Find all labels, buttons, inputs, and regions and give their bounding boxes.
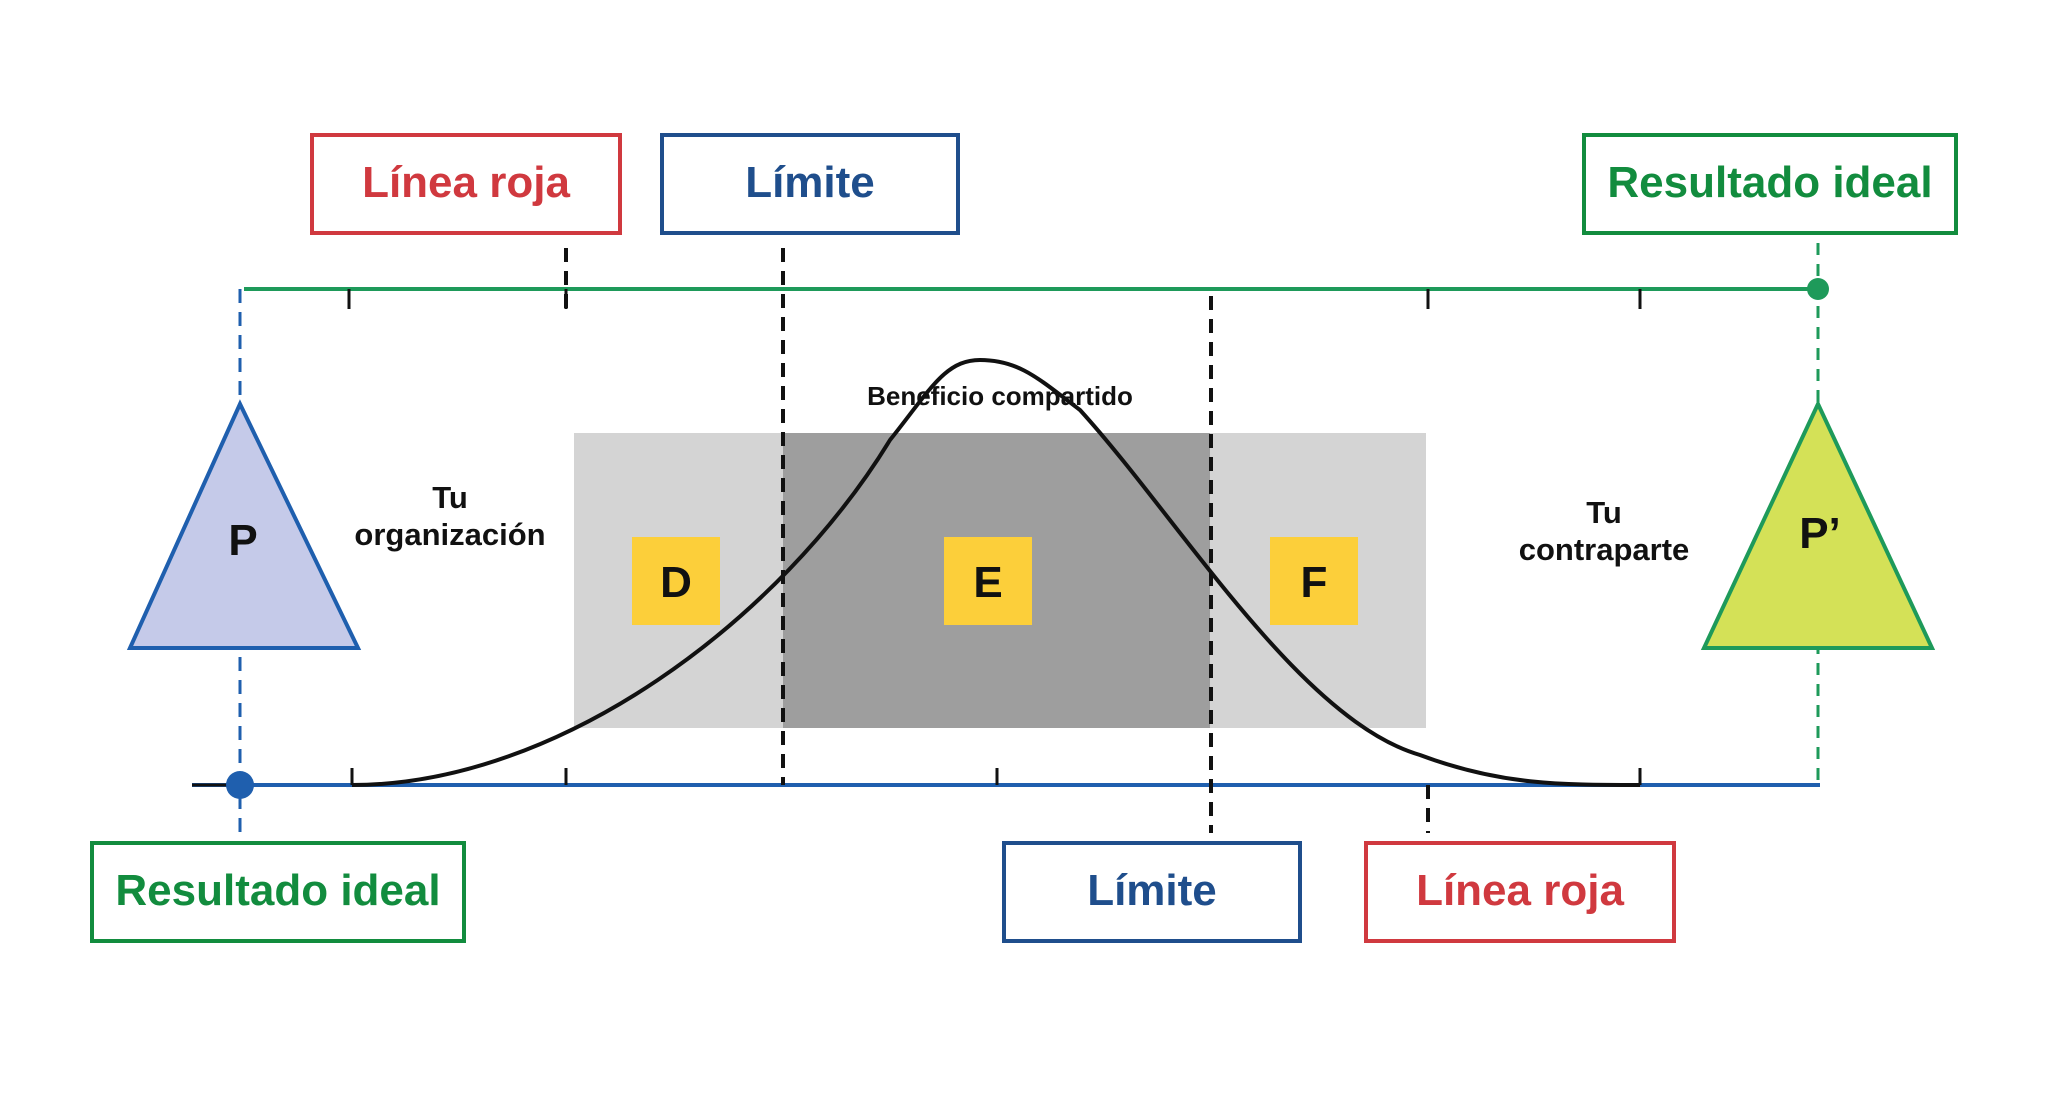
black-dashed-markers (564, 248, 1430, 833)
your-organization-label-line1: Tu (432, 480, 468, 515)
red-line-top-label: Línea roja (362, 158, 570, 207)
zone-d-tag (632, 537, 720, 625)
party-p-triangle (126, 399, 362, 650)
counterpart-label-line2: contraparte (1519, 532, 1690, 567)
zone-f-label: F (1301, 558, 1328, 607)
limit-bottom-label: Límite (1087, 866, 1217, 915)
counterpart-label-line1: Tu (1586, 495, 1622, 530)
zone-e-label: E (973, 558, 1002, 607)
ideal-top-box (1582, 133, 1958, 235)
red-line-bottom-box (1364, 841, 1676, 943)
limit-top-label: Límite (745, 158, 875, 207)
zone-e-tag (944, 537, 1032, 625)
red-line-bottom-label: Línea roja (1416, 866, 1624, 915)
party-p-label: P (228, 516, 257, 565)
party-p-prime-label: P’ (1799, 509, 1841, 558)
shared-benefit-label: Beneficio compartido (867, 381, 1133, 411)
ideal-top-label: Resultado ideal (1607, 158, 1932, 207)
ideal-bottom-box (90, 841, 466, 943)
red-line-top-box (310, 133, 622, 235)
zone-f-tag (1270, 537, 1358, 625)
ideal-bottom-label: Resultado ideal (115, 866, 440, 915)
your-organization-label-line2: organización (354, 517, 545, 552)
top-axis-ticks (347, 289, 1642, 309)
shared-benefit-curve (351, 357, 1641, 787)
bottom-axis-ticks (350, 768, 1642, 785)
limit-top-box (660, 133, 960, 235)
zone-d-label: D (660, 558, 692, 607)
limit-bottom-box (1002, 841, 1302, 943)
party-p-prime-triangle (1700, 399, 1936, 650)
